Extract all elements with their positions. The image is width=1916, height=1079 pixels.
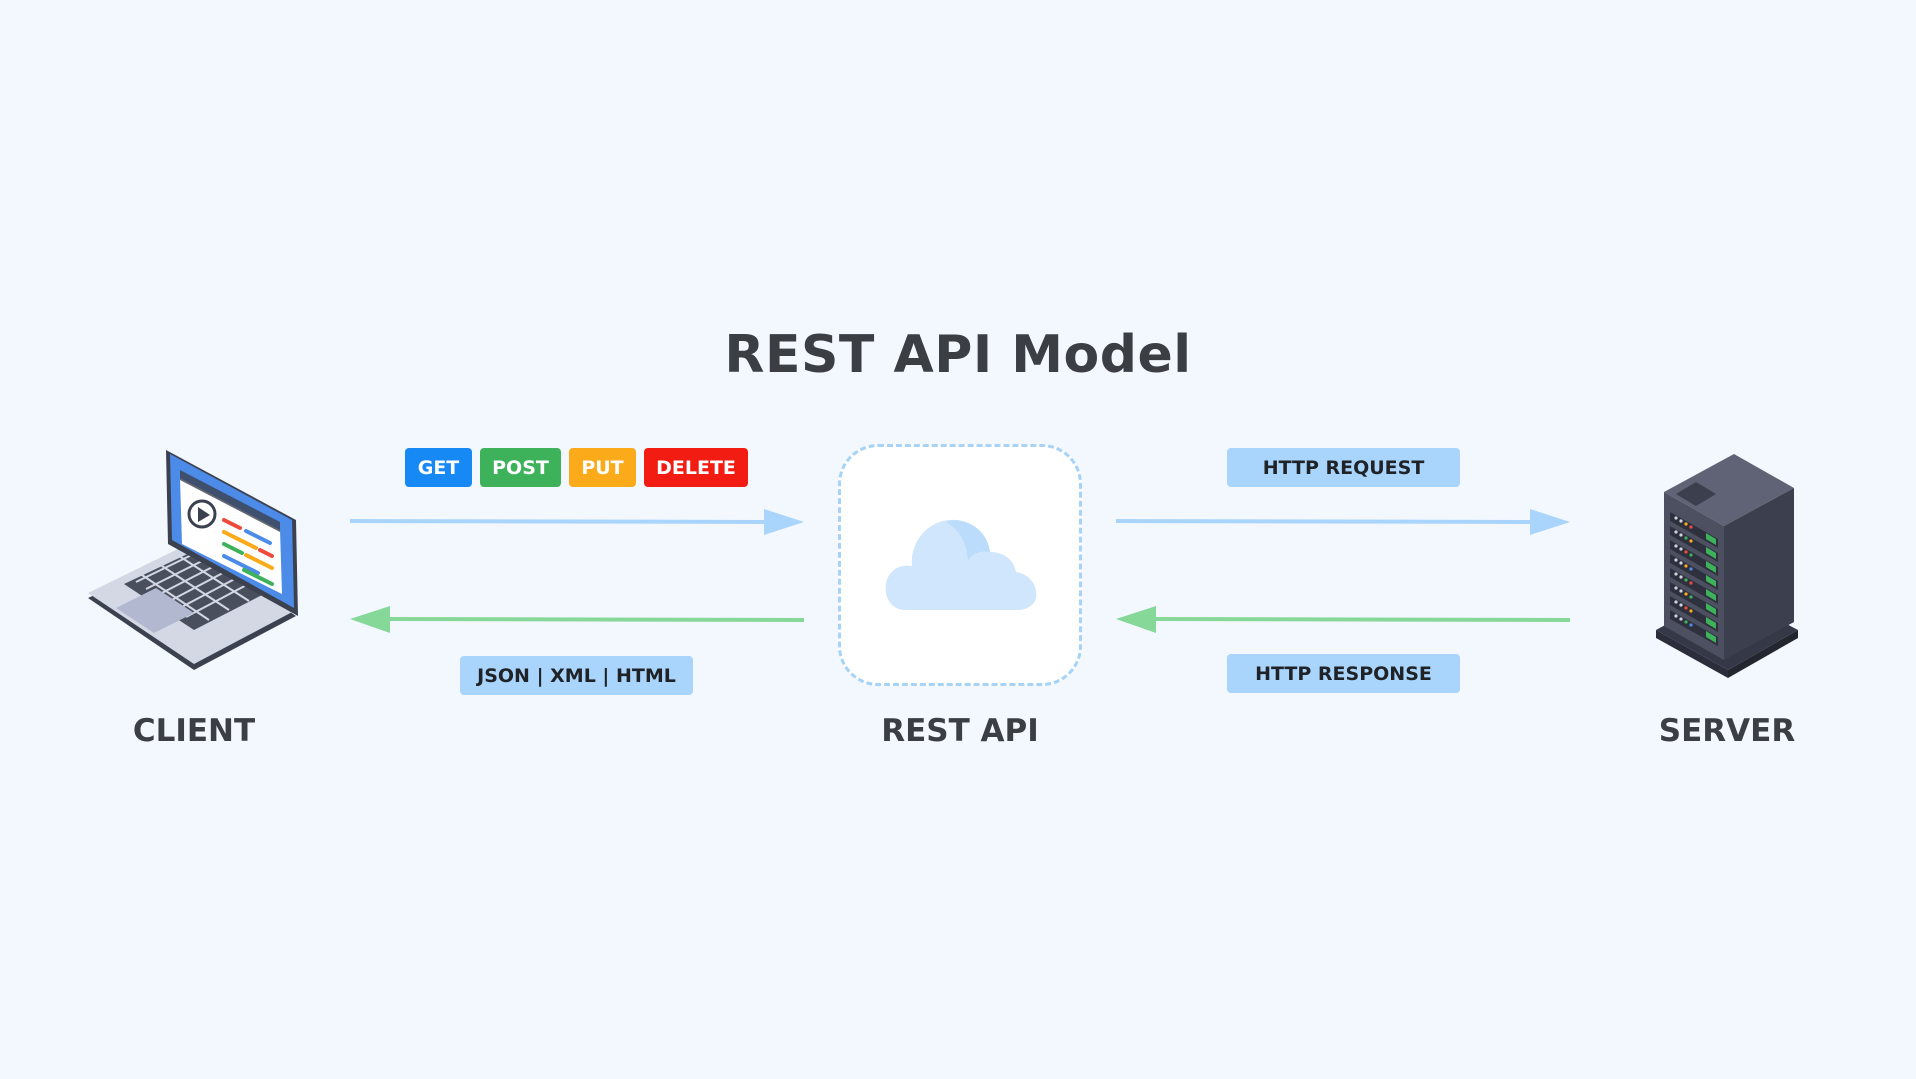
cloud-icon: [885, 519, 1037, 610]
diagram-title: REST API Model: [724, 325, 1192, 385]
server-rack-icon: [1656, 454, 1798, 678]
http-response-badge: HTTP RESPONSE: [1227, 654, 1460, 693]
method-delete-badge: DELETE: [644, 448, 748, 487]
response-formats-badge: JSON | XML | HTML: [460, 656, 693, 695]
method-delete-label: DELETE: [656, 456, 736, 479]
client-response-arrow: [350, 606, 805, 633]
method-get-label: GET: [417, 456, 460, 479]
method-get-badge: GET: [405, 448, 472, 487]
http-request-label: HTTP REQUEST: [1262, 456, 1425, 479]
server-response-arrow: [1116, 606, 1571, 633]
response-formats-label: JSON | XML | HTML: [477, 664, 676, 687]
rest-api-label: REST API: [881, 713, 1039, 749]
method-put-badge: PUT: [569, 448, 636, 487]
method-post-label: POST: [492, 456, 549, 479]
http-request-badge: HTTP REQUEST: [1227, 448, 1460, 487]
method-put-label: PUT: [581, 456, 624, 479]
client-request-arrow: [349, 509, 804, 535]
laptop-icon: [88, 450, 298, 670]
method-post-badge: POST: [480, 448, 561, 487]
server-label: SERVER: [1658, 713, 1796, 749]
client-label: CLIENT: [132, 713, 256, 749]
server-request-arrow: [1115, 509, 1570, 535]
http-response-label: HTTP RESPONSE: [1255, 662, 1432, 685]
